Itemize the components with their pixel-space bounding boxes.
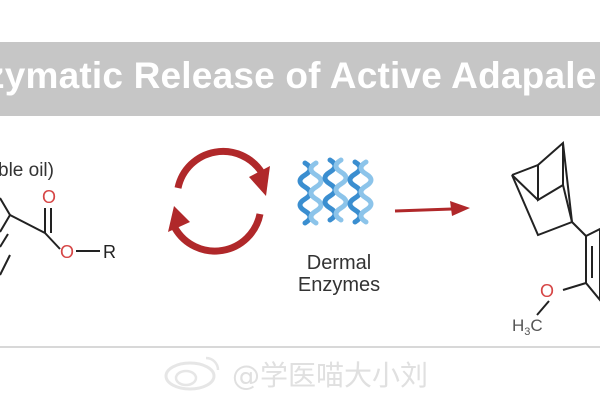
reaction-arrow-icon [394,201,470,216]
enzymes-label-line1: Dermal [306,252,372,274]
weibo-logo-icon [164,356,220,391]
title-banner: zymatic Release of Active Adapale [0,42,600,116]
r-group: R [103,242,116,262]
divider [0,346,600,348]
methyl-subscript: 3 [524,326,530,338]
adamantane-cage-bond [511,174,539,201]
right-molecule: O H3C [511,140,600,338]
methoxy-methyl-bond [536,300,550,316]
ester-bond [44,232,61,250]
banner-title: zymatic Release of Active Adapale [0,55,597,96]
ring-fragment [0,197,12,233]
left-molecule-caption: ble oil) [0,160,54,181]
methyl-h: H [512,316,524,335]
ring-lower-bond [0,254,11,276]
adamantyl-aryl-bond [571,221,587,237]
adamantane-cage-outer [511,140,574,237]
methyl-label: H3C [512,316,543,338]
methyl-c: C [530,316,542,335]
ring-inner-bond [0,233,9,248]
adamantane-cage-bond-2 [562,184,573,223]
adamantane-cage-inner [537,143,564,202]
aryl-methoxy-bond [562,282,587,291]
methoxy-oxygen: O [540,281,554,301]
ester-oxygen: O [60,242,74,262]
cycle-arrows-icon [168,148,270,255]
left-molecule: ble oil) O O R [0,160,116,276]
ring-to-carbonyl-bond [9,214,46,234]
carbonyl-oxygen: O [42,187,56,207]
enzymes-label-line2: Enzymes [297,274,381,296]
enzyme-helices-icon [297,157,374,226]
watermark-text: @学医喵大小刘 [232,359,429,392]
aryl-ring [585,227,600,302]
